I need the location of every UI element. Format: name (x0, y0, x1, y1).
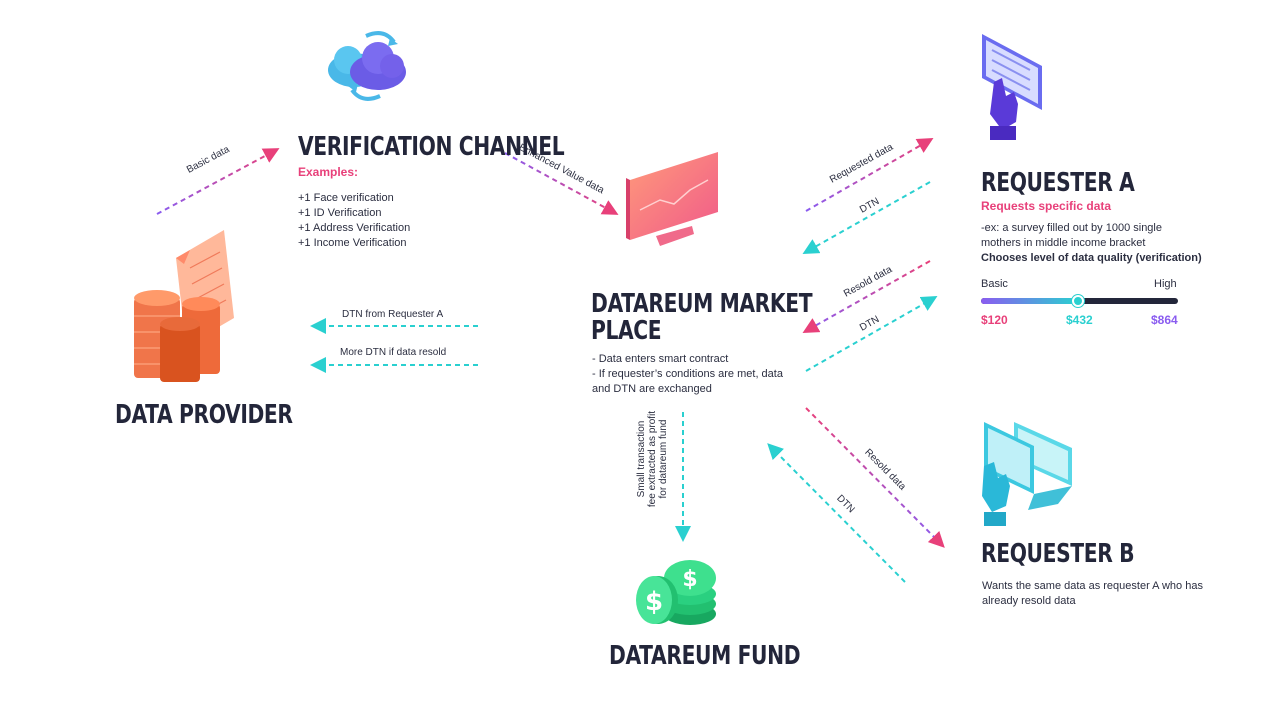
svg-text:$: $ (682, 567, 697, 592)
marketplace-desc-line1: - Data enters smart contract (592, 353, 729, 365)
data-provider-title: DATA PROVIDER (115, 400, 293, 430)
requester-b-desc-line1: Wants the same data as requester A who h… (982, 580, 1203, 592)
requester-b-desc-line2: already resold data (982, 595, 1076, 607)
verification-example: +1 Face verification (298, 192, 394, 204)
marketplace-title-line1: DATAREUM MARKET (591, 289, 813, 319)
fund-fee-line1: Small transaction (636, 420, 647, 498)
quality-slider-track[interactable] (981, 295, 1178, 307)
arrow-enhanced-value-data (504, 152, 619, 215)
label-more-dtn: More DTN if data resold (340, 347, 447, 358)
arrow-requested-data (805, 138, 934, 212)
laptop-touch-icon (982, 422, 1072, 526)
verification-examples-list: +1 Face verification +1 ID Verification … (298, 191, 410, 251)
coins-dollar-icon: $ $ (636, 560, 716, 625)
price-mid: $432 (1066, 313, 1093, 327)
arrow-basic-data (156, 148, 280, 215)
datareum-fund-title: DATAREUM FUND (609, 641, 801, 671)
marketplace-desc-line3: and DTN are exchanged (592, 383, 712, 395)
requester-b-description: Wants the same data as requester A who h… (982, 579, 1203, 609)
requester-a-desc-line2: mothers in middle income bracket (981, 237, 1146, 249)
requester-a-subtitle: Requests specific data (981, 199, 1112, 213)
verification-example: +1 Address Verification (298, 222, 411, 234)
marketplace-title-line2: PLACE (591, 316, 662, 346)
marketplace-desc-line2: - If requester’s conditions are met, dat… (592, 368, 783, 380)
label-dtn-from-requester-a: DTN from Requester A (342, 309, 444, 320)
verification-example: +1 ID Verification (298, 207, 382, 219)
price-high: $864 (1151, 313, 1178, 327)
arrow-resold-data-a (802, 260, 931, 333)
quality-slider-fill (981, 298, 1078, 304)
tablet-touch-icon (982, 34, 1042, 140)
arrow-dtn-a-bottom (805, 296, 938, 372)
arrow-dtn-a-top (802, 181, 931, 254)
svg-text:$: $ (645, 587, 663, 617)
fund-fee-line2: fee extracted as profit (647, 410, 658, 508)
marketplace-description: - Data enters smart contract - If reques… (592, 352, 783, 397)
verification-channel-title: VERIFICATION CHANNEL (298, 132, 565, 162)
monitor-chart-icon (626, 152, 718, 246)
quality-slider-handle[interactable] (1071, 295, 1084, 307)
requester-a-title: REQUESTER A (981, 168, 1135, 198)
requester-a-desc-line1: -ex: a survey filled out by 1000 single (981, 222, 1162, 234)
slider-low-label: Basic (981, 278, 1008, 290)
requester-a-desc-bold: Chooses level of data quality (verificat… (981, 252, 1202, 264)
cloud-sync-icon (328, 31, 406, 101)
price-basic: $120 (981, 313, 1008, 327)
database-document-icon (134, 230, 234, 382)
requester-a-description: -ex: a survey filled out by 1000 single … (981, 221, 1202, 266)
fund-fee-line3: for datareum fund (658, 419, 669, 499)
arrow-dtn-b (767, 443, 906, 583)
verification-examples-label: Examples: (298, 165, 359, 179)
verification-example: +1 Income Verification (298, 237, 407, 249)
requester-b-title: REQUESTER B (981, 539, 1135, 569)
fund-fee-label: Small transaction fee extracted as profi… (636, 404, 669, 514)
slider-high-label: High (1154, 278, 1177, 290)
arrow-resold-data-b (805, 407, 945, 548)
